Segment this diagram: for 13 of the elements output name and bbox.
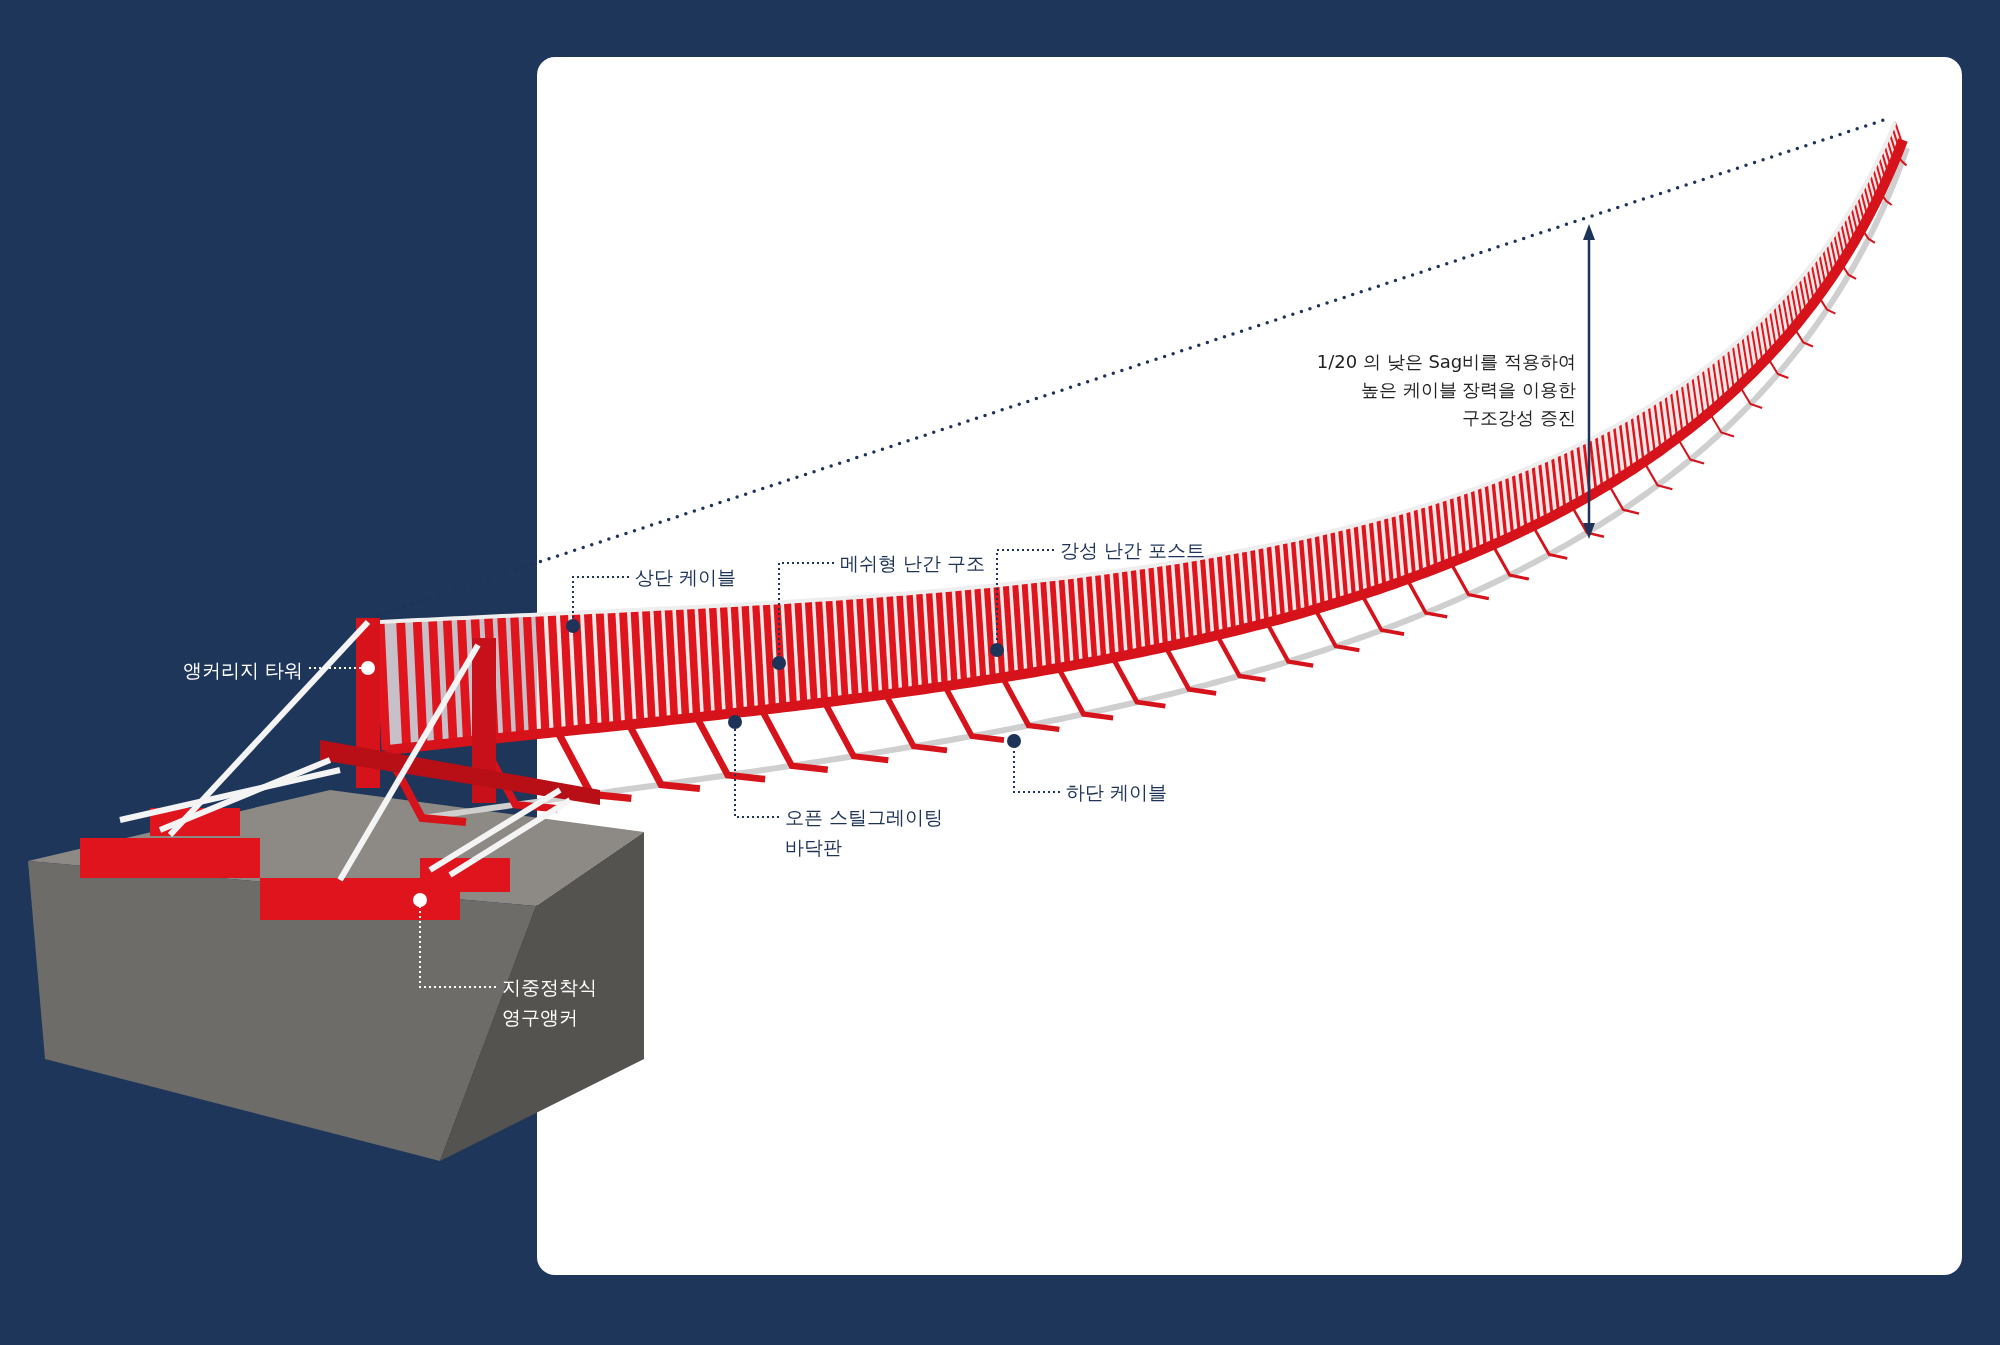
leader-line [734, 728, 780, 818]
callout-label: 하단 케이블 [1066, 777, 1168, 807]
callout-label: 앵커리지 타워 [183, 655, 304, 685]
callout-label: 메쉬형 난간 구조 [840, 548, 986, 578]
leader-line [419, 906, 497, 988]
callout-label: 오픈 스틸그레이팅 바닥판 [785, 802, 960, 862]
leader-line [778, 562, 835, 657]
callout-label: 상단 케이블 [635, 562, 737, 592]
leader-line [572, 576, 630, 620]
annotation-text: 1/20 의 낮은 Sag비를 적용하여 높은 케이블 장력을 이용한 구조강성 증진 [1315, 350, 1576, 430]
leader-line [308, 667, 362, 669]
callout-label: 지중정착식 영구앵커 [502, 972, 602, 1032]
callout-label: 강성 난간 포스트 [1060, 535, 1206, 565]
